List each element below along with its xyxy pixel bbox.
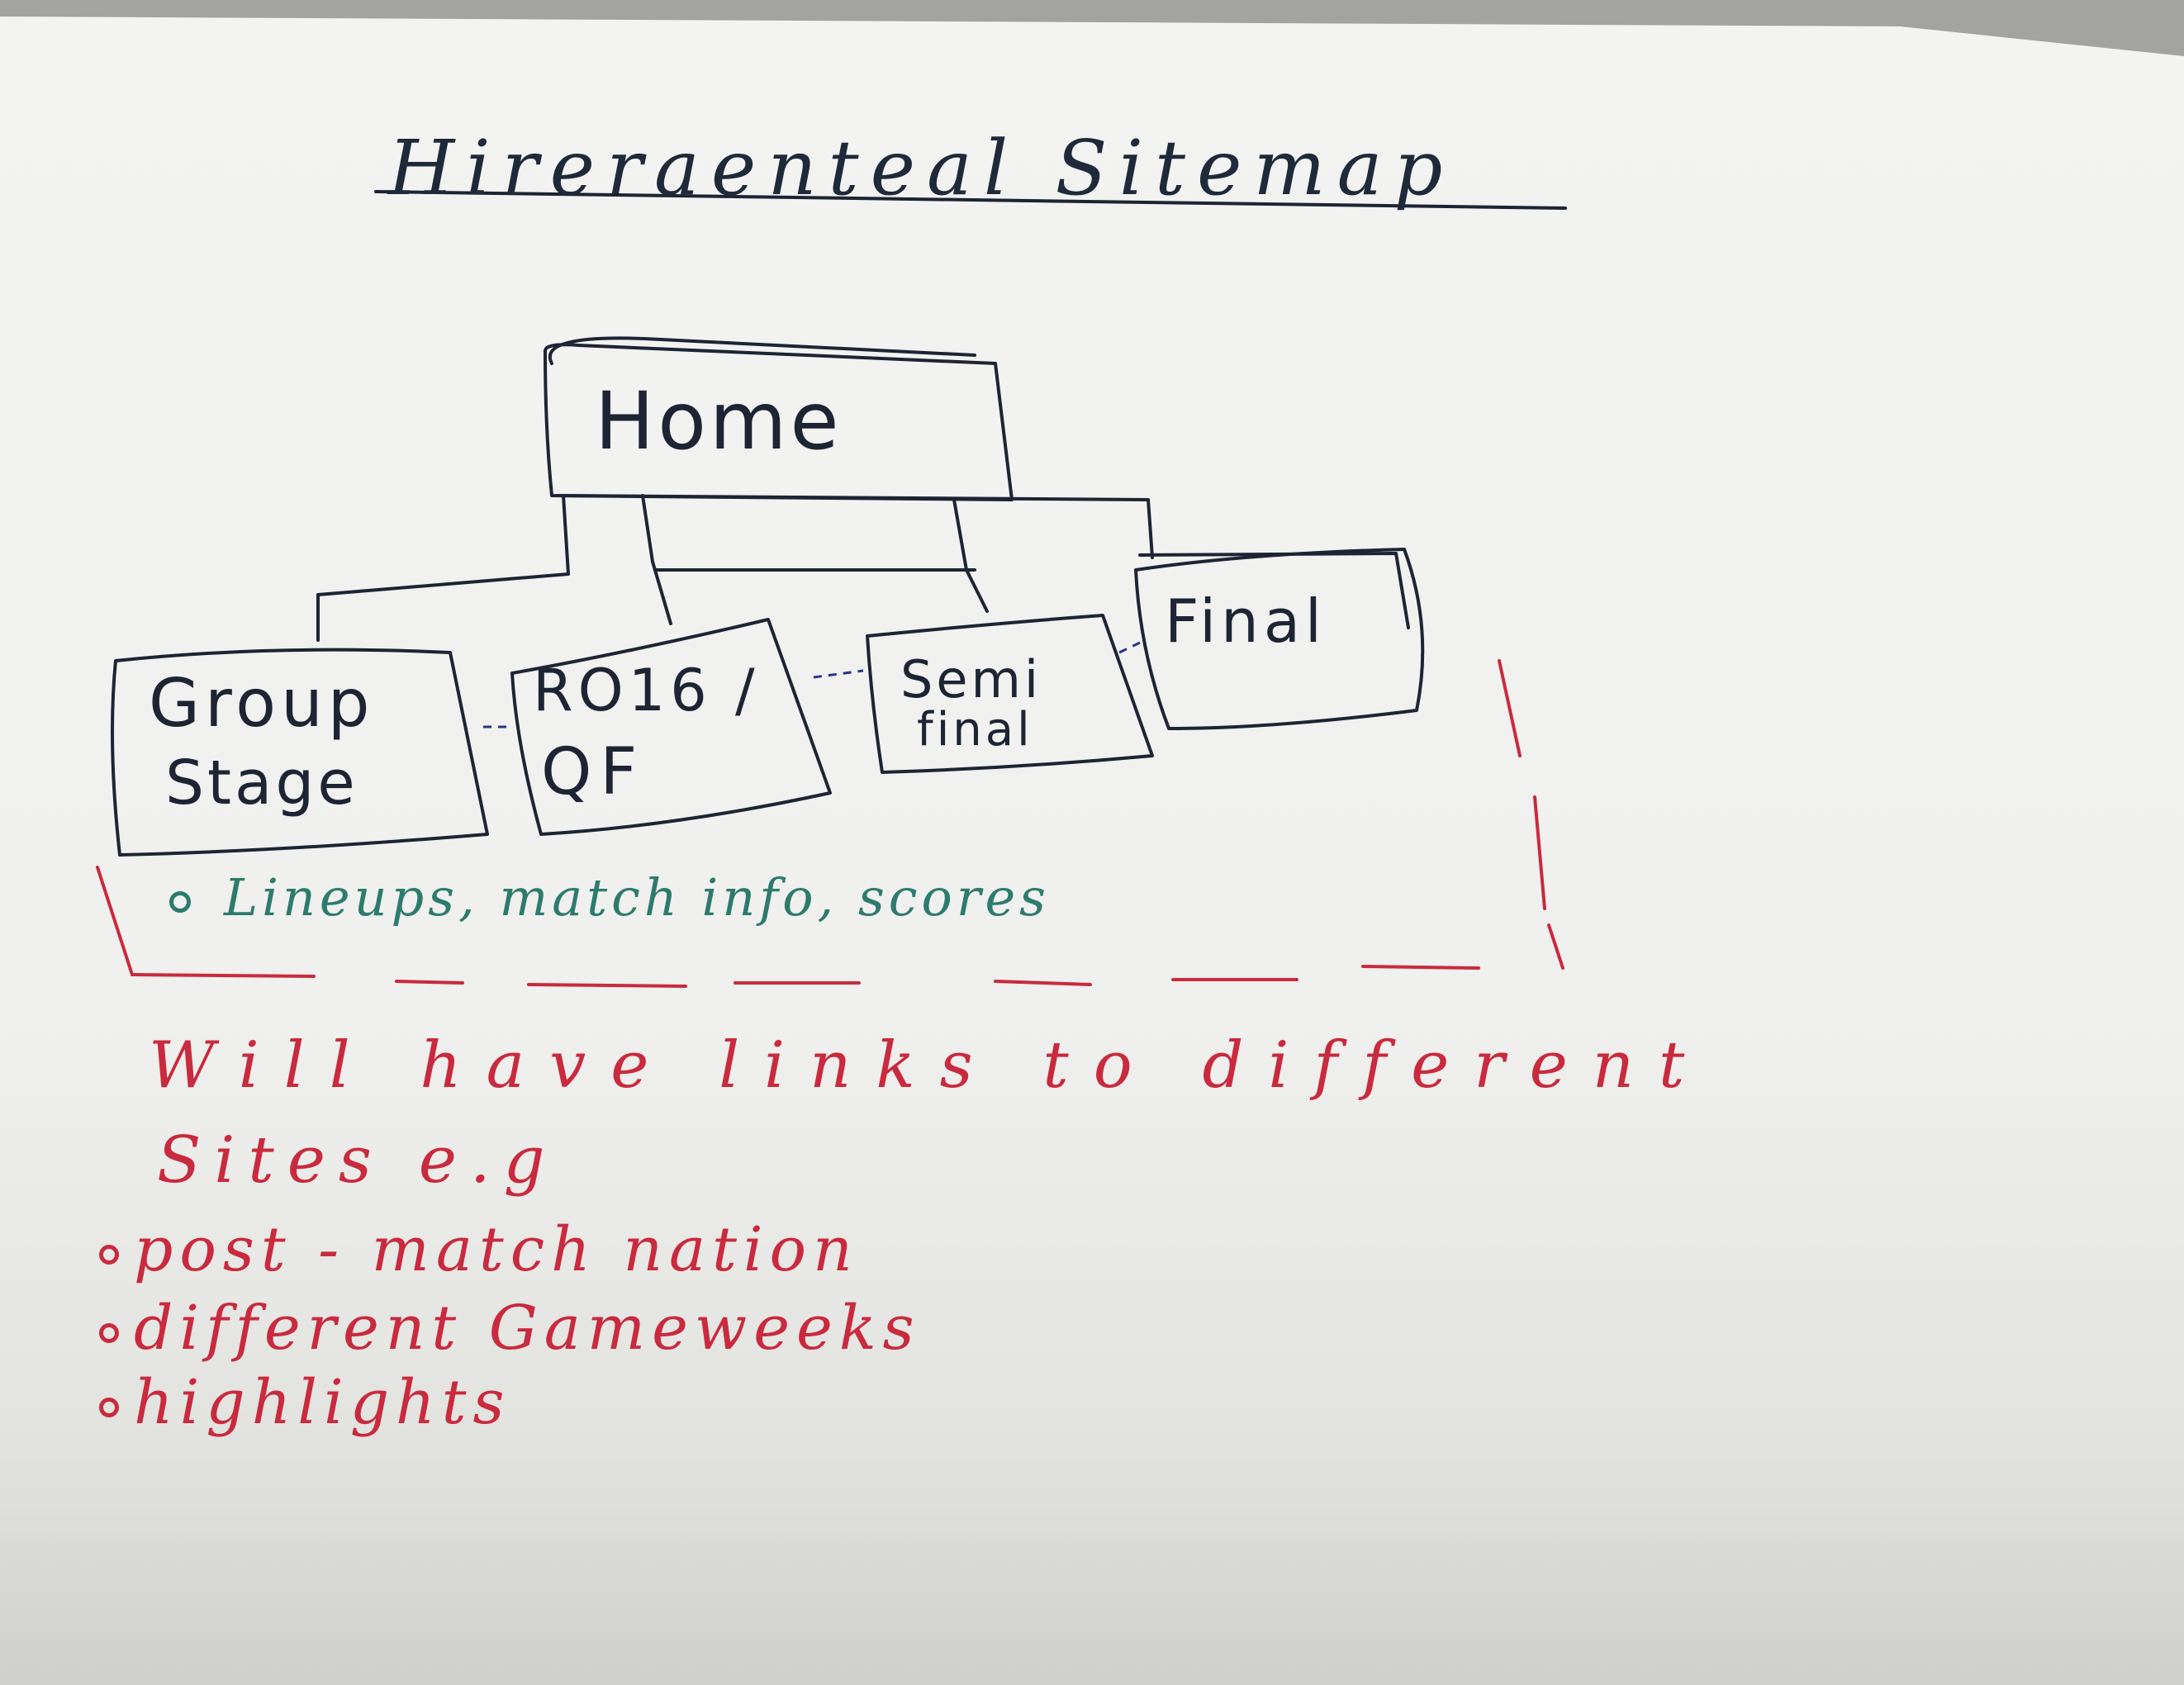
bracket-left <box>96 866 134 976</box>
node-home-label: Home <box>595 375 843 468</box>
link-ro16-semi <box>813 669 864 679</box>
link-semi-final <box>1118 641 1141 654</box>
connector-home-group <box>316 494 570 642</box>
node-semi-label-line1: Semi <box>900 649 1042 710</box>
group-stage-box <box>111 648 489 857</box>
bracket-bottom-3 <box>527 983 687 988</box>
home-box <box>544 343 1014 501</box>
final-box <box>1134 548 1425 730</box>
red-bullet-icon <box>99 1322 119 1343</box>
home-box-top-stroke <box>548 336 976 365</box>
node-group-stage-label-line2: Stage <box>165 748 358 819</box>
bracket-bottom-2 <box>395 980 464 985</box>
connector-final-bus <box>1138 552 1410 629</box>
red-list-item-text: highlights <box>134 1367 511 1438</box>
green-note: Lineups, match info, scores <box>169 867 1050 928</box>
red-list-item: post - match nation <box>99 1214 859 1285</box>
page-title: Hireraenteal Sitemap <box>388 124 1455 212</box>
connector-home-semi <box>952 498 989 613</box>
red-bullet-icon <box>99 1244 119 1265</box>
node-final-label: Final <box>1165 586 1327 656</box>
red-list-item: highlights <box>99 1367 510 1438</box>
node-ro16-label-line1: RO16 / <box>533 657 760 724</box>
node-group-stage-label-line1: Group <box>149 665 375 742</box>
bracket-right-1 <box>1498 659 1522 757</box>
connector-home-bus <box>556 494 1154 559</box>
red-bullet-icon <box>99 1397 119 1417</box>
bracket-right-3 <box>1547 923 1564 970</box>
bracket-right-2 <box>1533 795 1546 910</box>
red-list-item-text: different Gameweeks <box>134 1293 921 1364</box>
green-note-text: Lineups, match info, scores <box>224 867 1050 928</box>
red-list-item-text: post - match nation <box>134 1214 859 1285</box>
red-note-line2: Sites e.g <box>157 1123 558 1198</box>
red-note-line1: Will have links to different <box>149 1028 1710 1103</box>
node-semi-label-line2: final <box>917 703 1033 757</box>
bracket-bottom-1 <box>131 973 316 978</box>
title-underline <box>374 190 1567 210</box>
bracket-bottom-7 <box>1361 965 1480 970</box>
red-list-item: different Gameweeks <box>99 1293 921 1364</box>
paper-sheet <box>0 17 2184 1685</box>
green-bullet-icon <box>169 890 191 913</box>
ro16-qf-box <box>510 618 832 836</box>
node-ro16-label-line2: QF <box>541 735 646 809</box>
semi-final-box <box>866 614 1154 774</box>
bracket-bottom-5 <box>994 980 1092 986</box>
connector-home-ro16 <box>641 494 672 625</box>
